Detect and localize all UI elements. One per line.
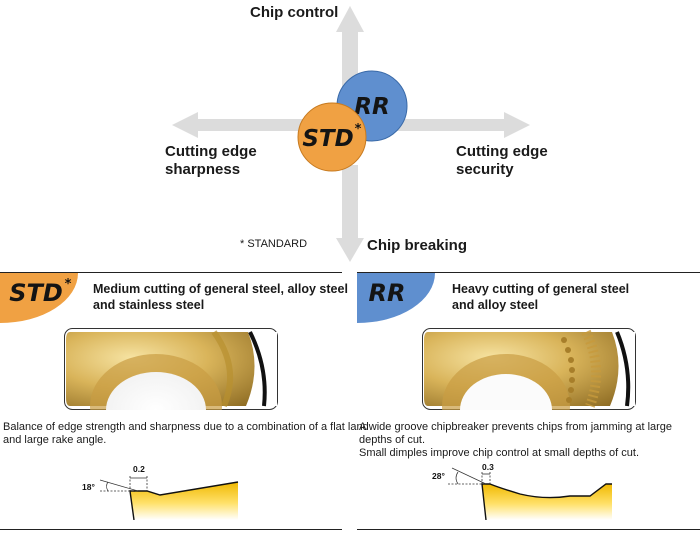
std-desc-line-1: Balance of edge strength and sharpness d… <box>3 421 369 433</box>
axis-right-line-1: Cutting edge <box>456 143 548 160</box>
std-title-line-1: Medium cutting of general steel, alloy s… <box>93 282 348 296</box>
rr-desc-line-2: Small dimples improve chip control at sm… <box>359 447 640 459</box>
bottom-divider-left <box>0 529 342 530</box>
rr-badge: RR <box>357 273 435 323</box>
top-divider-right <box>357 272 700 273</box>
std-edge-profile: 0.2 18° <box>82 464 239 520</box>
std-badge: STD * <box>0 273 78 323</box>
std-desc-line-2: and large rake angle. <box>3 434 107 446</box>
rr-land-label: 0.3 <box>482 462 494 472</box>
axis-left-label: Cutting edge sharpness <box>165 143 257 179</box>
std-title-line-2: and stainless steel <box>93 298 205 312</box>
axis-bottom-label: Chip breaking <box>367 237 468 254</box>
std-insert-image <box>64 328 278 410</box>
rr-description: A wide groove chipbreaker prevents chips… <box>359 421 700 460</box>
rr-title: Heavy cutting of general steel and alloy… <box>452 281 629 313</box>
std-badge-label: STD <box>9 279 63 307</box>
axis-right-label: Cutting edge security <box>456 143 548 179</box>
arrow-left <box>172 112 305 138</box>
std-circle-mark: * <box>355 122 362 137</box>
rr-angle-label: 28° <box>432 471 445 481</box>
std-description: Balance of edge strength and sharpness d… <box>3 421 369 447</box>
axis-top-label: Chip control <box>250 4 339 21</box>
rr-title-line-2: and alloy steel <box>452 298 539 312</box>
std-angle-label: 18° <box>82 482 95 492</box>
top-divider-left <box>0 272 342 273</box>
arrow-down <box>342 165 358 245</box>
std-circle-label: STD <box>302 126 353 152</box>
std-badge-mark: * <box>65 277 72 292</box>
bottom-divider-right <box>357 529 700 530</box>
footnote-standard: * STANDARD <box>240 238 308 250</box>
rr-insert-image <box>422 328 636 410</box>
rr-circle-label: RR <box>354 94 389 120</box>
rr-edge-profile: 0.3 28° <box>432 462 612 520</box>
axis-diagram: RR STD * <box>172 6 530 262</box>
axis-left-line-1: Cutting edge <box>165 143 257 160</box>
rr-desc-line-1: A wide groove chipbreaker prevents chips… <box>359 421 673 446</box>
arrow-right <box>395 112 530 138</box>
rr-badge-label: RR <box>369 279 406 307</box>
std-land-label: 0.2 <box>133 464 145 474</box>
axis-right-line-2: security <box>456 161 514 178</box>
rr-title-line-1: Heavy cutting of general steel <box>452 282 630 296</box>
axis-left-line-2: sharpness <box>165 161 241 178</box>
std-title: Medium cutting of general steel, alloy s… <box>93 281 348 313</box>
std-circle <box>297 102 367 172</box>
